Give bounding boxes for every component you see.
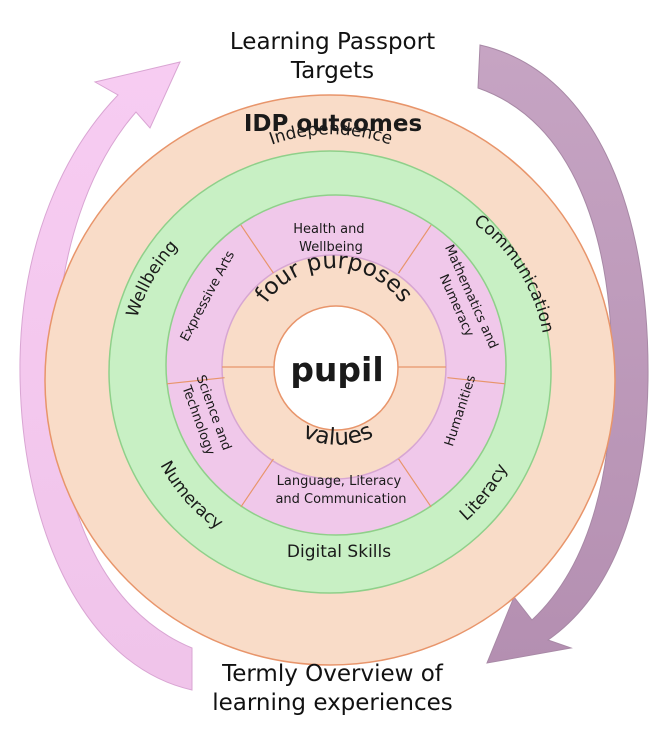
pupil-center	[273, 305, 399, 431]
area-dividers	[166, 224, 506, 508]
termly-overview-label: Termly Overview of learning experiences	[212, 661, 453, 716]
idp-outcomes-label: IDP outcomes	[244, 111, 422, 137]
area-divider-line	[240, 458, 274, 508]
cycle-arrow-right-icon	[477, 44, 649, 664]
area-divider-line	[398, 458, 432, 508]
skill-digital-skills: Digital Skills	[287, 542, 391, 562]
area-health-wellbeing: Health and Wellbeing	[293, 222, 368, 255]
pupil-label: pupil	[290, 350, 383, 389]
area-language-literacy-communication: Language, Literacy and Communication	[275, 474, 406, 507]
area-divider-line	[447, 377, 506, 385]
learning-passport-targets-label: Learning Passport Targets	[229, 29, 436, 84]
area-divider-line	[240, 224, 274, 274]
area-divider-line	[398, 224, 432, 274]
area-divider-line	[166, 377, 225, 385]
